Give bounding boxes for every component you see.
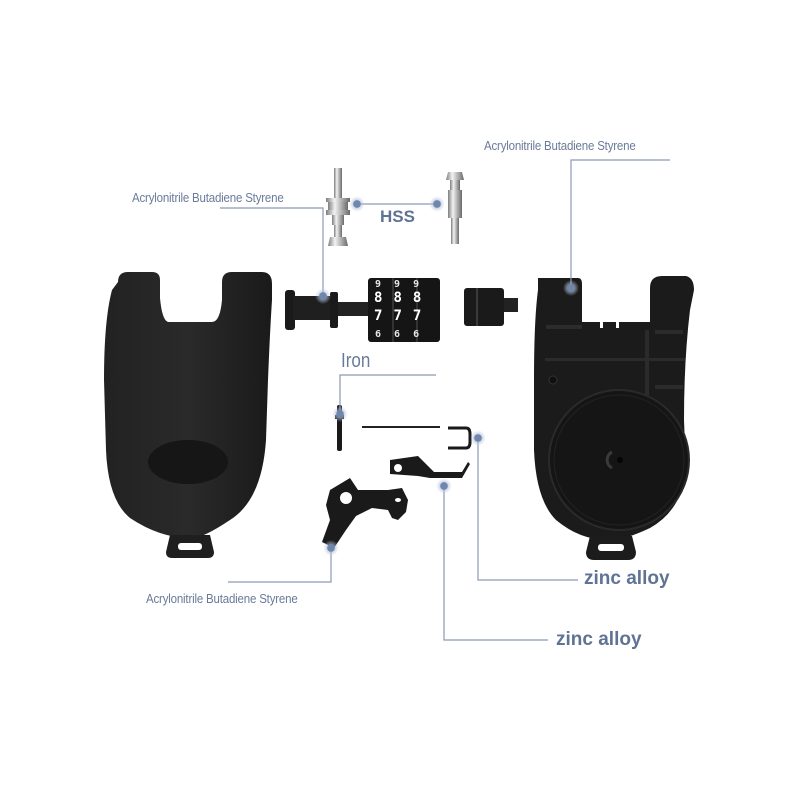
label-zinc-upper: zinc alloy [584,568,670,589]
dial-digit[interactable]: 6 [413,329,420,340]
label-hss: HSS [380,207,415,226]
latch-pin-right [446,172,464,244]
dial-digit[interactable]: 9 [413,279,420,290]
dial-digit[interactable]: 8 [393,290,402,306]
label-iron: Iron [341,350,371,372]
left-housing-shell [104,272,272,558]
label-zinc-lower: zinc alloy [556,629,642,650]
dial-digit[interactable]: 6 [375,329,382,340]
right-housing-shell [534,276,694,560]
dial-digit[interactable]: 8 [412,290,422,306]
latch-lever [390,456,470,478]
dial-digit[interactable]: 7 [412,308,422,324]
connection-dots [315,196,579,556]
u-clip [448,426,472,450]
dial-digit[interactable]: 6 [394,329,401,340]
dial-digit[interactable]: 8 [374,290,383,306]
dial-digit[interactable]: 9 [375,279,382,290]
dial-digits: 9 9 9 8 8 8 7 7 7 6 6 6 [368,278,440,342]
iron-rod [362,426,440,428]
dial-digit[interactable]: 7 [374,308,383,324]
label-abs-top-right: Acrylonitrile Butadiene Styrene [484,139,636,153]
latch-pin-left [326,168,350,246]
dial-digit[interactable]: 7 [393,308,402,324]
trigger-cam [322,478,408,548]
dial-digit[interactable]: 9 [394,279,401,290]
end-cap [464,288,518,326]
label-abs-bottom: Acrylonitrile Butadiene Styrene [146,592,298,606]
label-abs-top-left: Acrylonitrile Butadiene Styrene [132,191,284,205]
combination-dial-shaft [285,278,440,342]
leader-lines [220,159,670,641]
